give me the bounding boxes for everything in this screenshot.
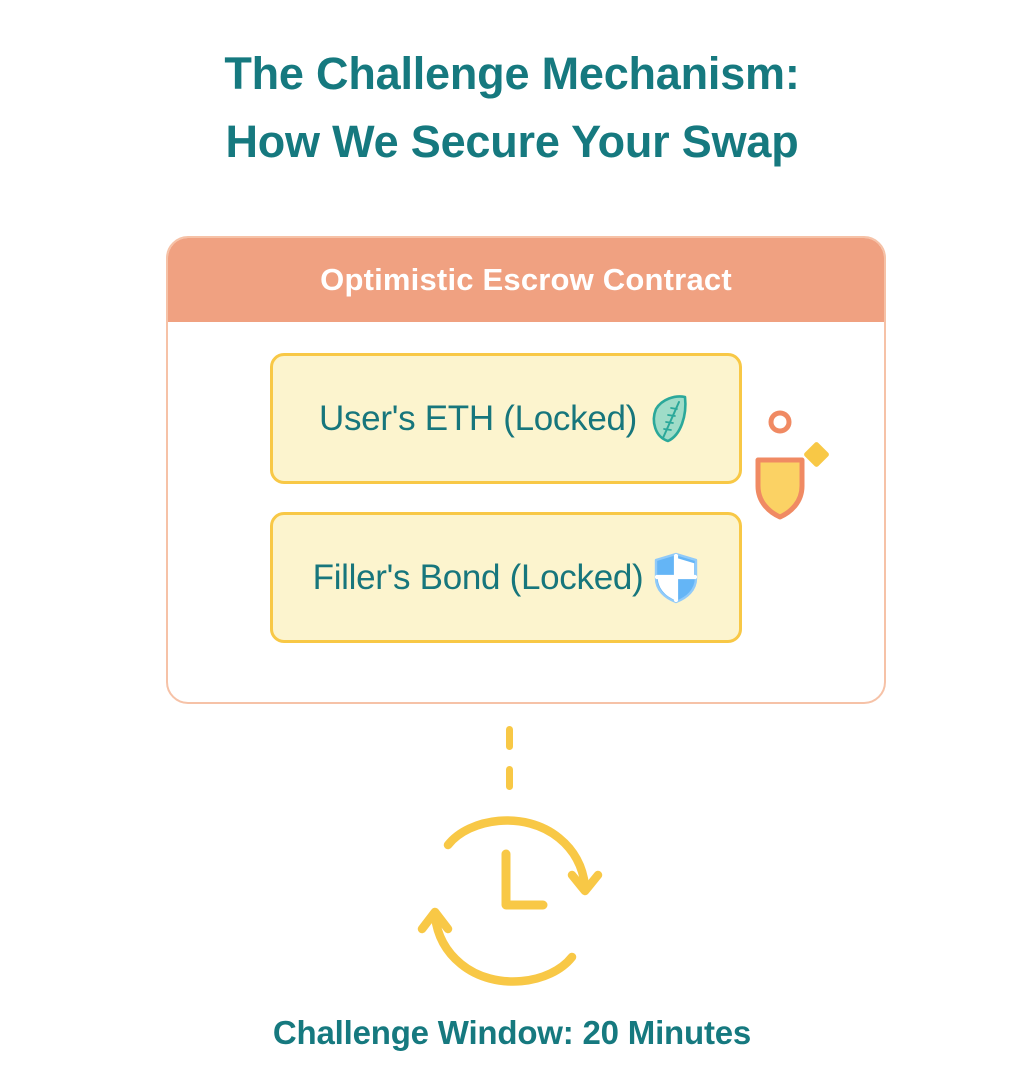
dashed-connector: [506, 722, 514, 802]
page-title-line-1: The Challenge Mechanism:: [224, 48, 800, 99]
page-title-line-2: How We Secure Your Swap: [225, 116, 799, 167]
escrow-card-header-title: Optimistic Escrow Contract: [320, 262, 732, 297]
challenge-timer-icon: [417, 816, 603, 986]
connector-dash: [506, 766, 513, 790]
arrowhead-down: [567, 870, 603, 896]
connector-dash: [506, 726, 513, 750]
page-title: The Challenge Mechanism: How We Secure Y…: [0, 40, 1024, 176]
shield-icon: [655, 552, 698, 603]
leaf-icon: [652, 394, 687, 442]
escrow-card-header: Optimistic Escrow Contract: [168, 238, 884, 322]
arrowhead-up: [417, 907, 453, 934]
escrow-contract-card: Optimistic Escrow Contract User's ETH (L…: [166, 236, 886, 704]
locked-asset-label: Filler's Bond (Locked): [312, 557, 644, 597]
locked-asset-row-filler-bond: Filler's Bond (Locked): [270, 512, 742, 643]
escrow-card-body: User's ETH (Locked) Filler's Bond (Locke…: [168, 322, 884, 702]
clock-hands: [501, 849, 548, 910]
locked-asset-label: User's ETH (Locked): [319, 398, 637, 438]
locked-asset-row-user-eth: User's ETH (Locked): [270, 353, 742, 484]
challenge-window-caption: Challenge Window: 20 Minutes: [272, 1014, 752, 1051]
